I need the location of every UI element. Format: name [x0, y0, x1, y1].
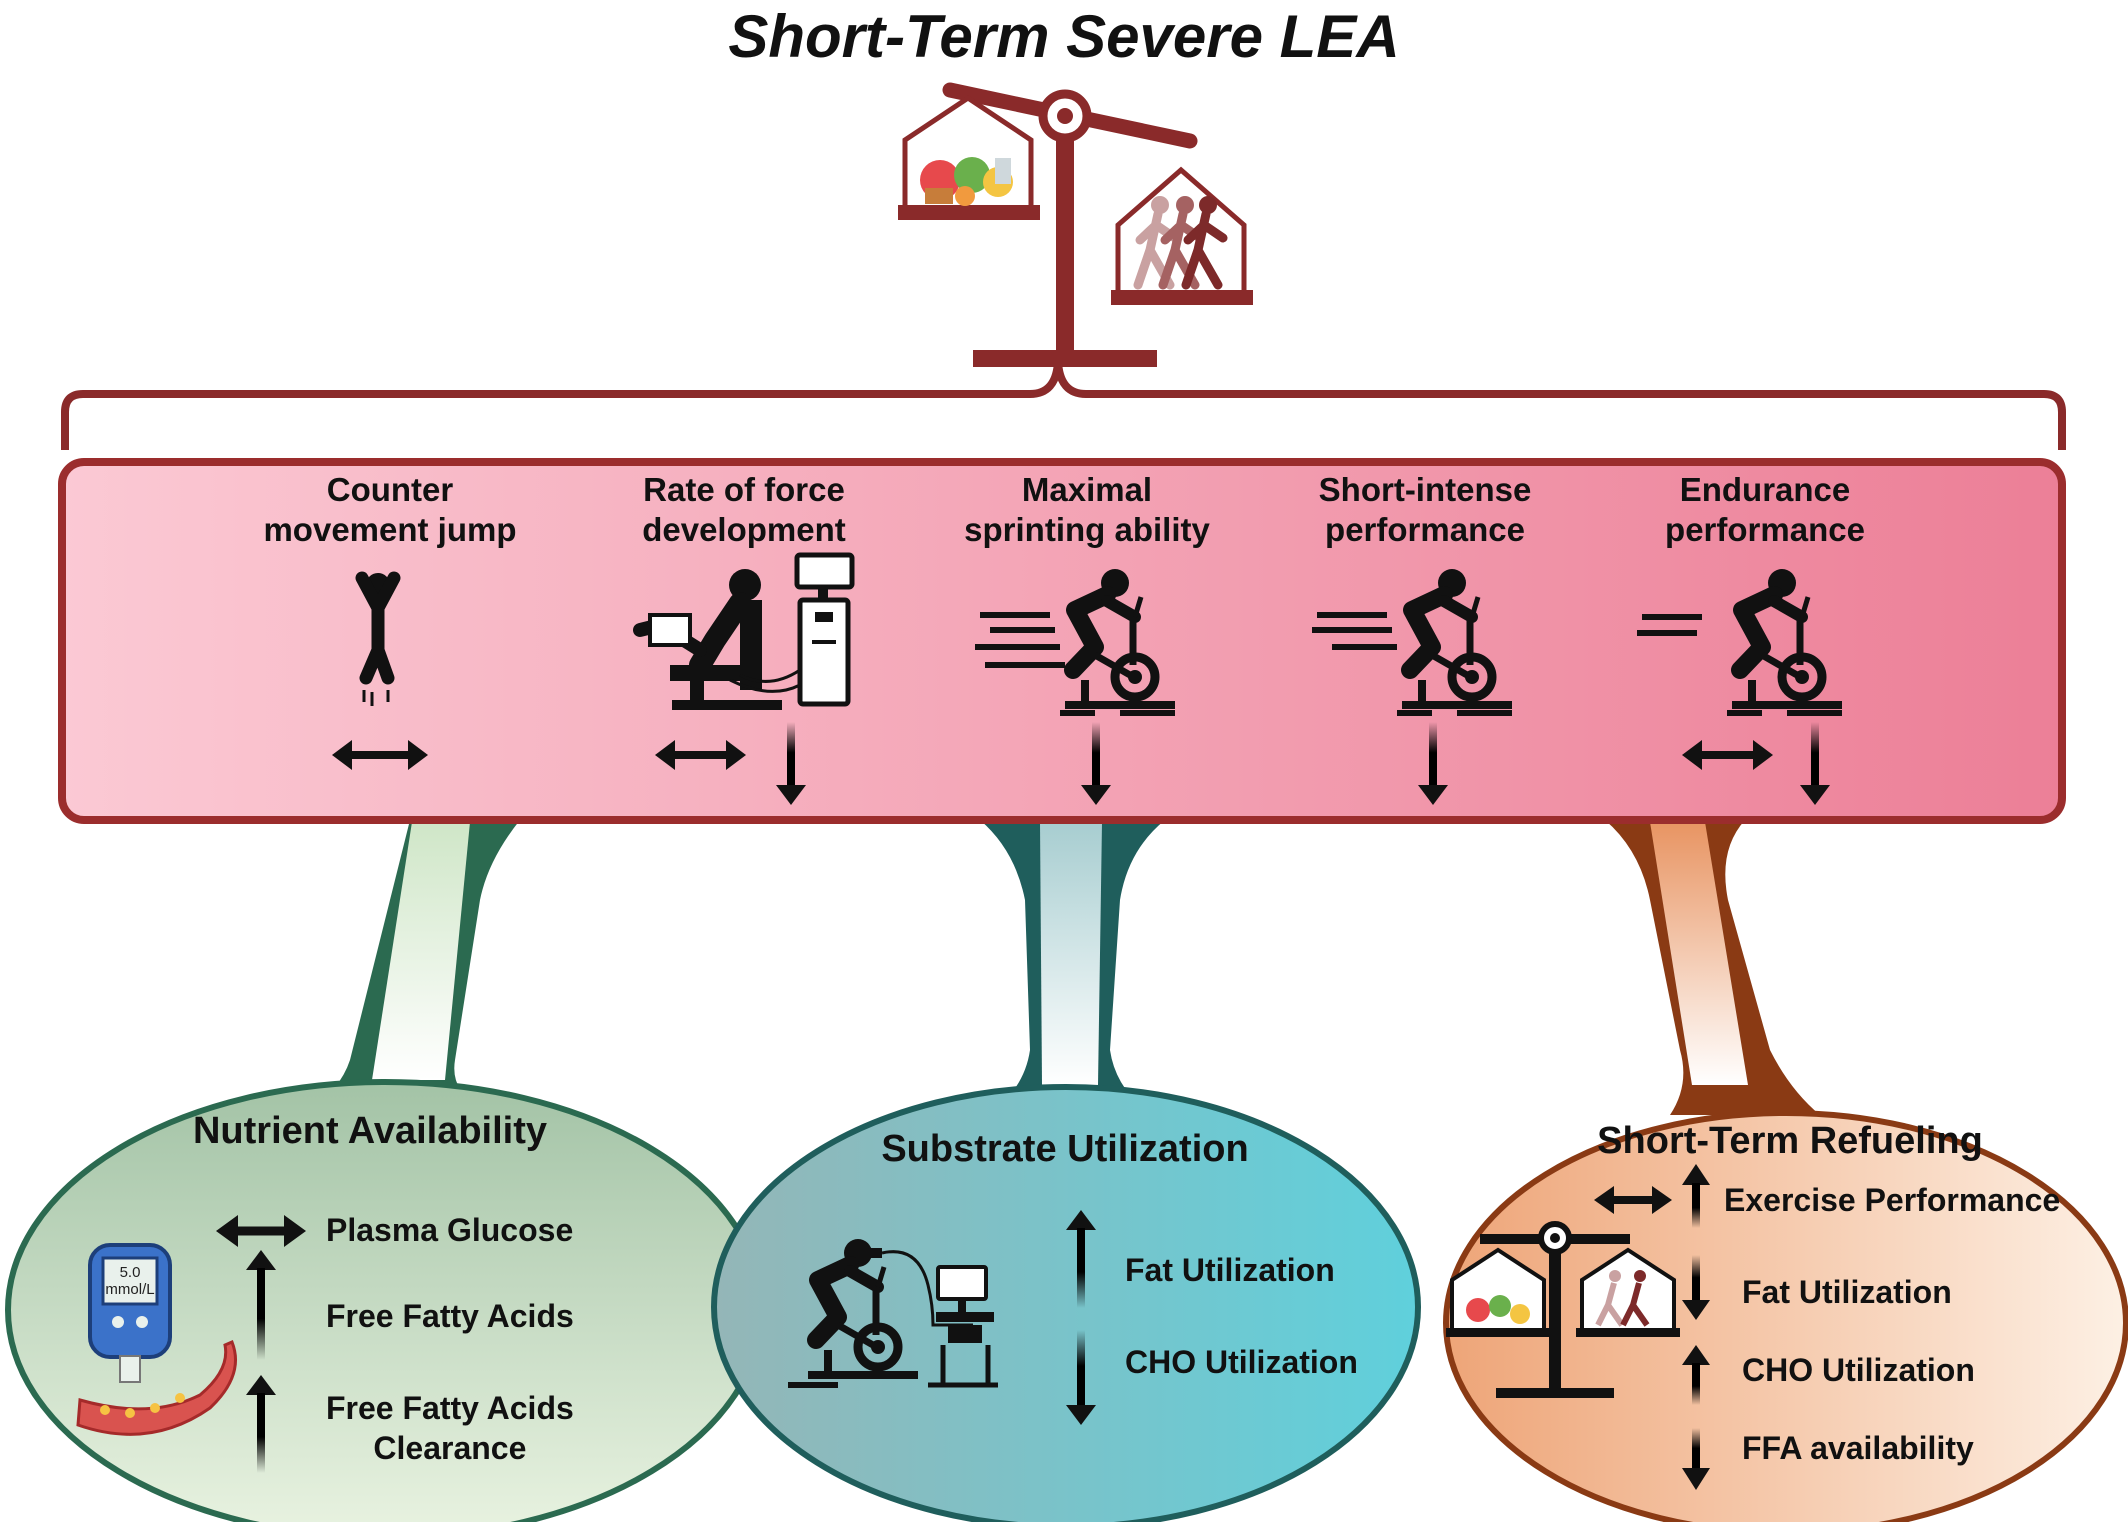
- perf-label-line2: sprinting ability: [964, 511, 1210, 548]
- ffa-increase-arrow: [246, 1250, 276, 1360]
- exercise-performance-increase-arrow: [1682, 1164, 1710, 1228]
- refuel-ellipse: [1443, 1110, 2128, 1522]
- substrate-ellipse: [711, 1084, 1421, 1522]
- perf-label-line2: performance: [1665, 511, 1865, 548]
- plasma-glucose-no-change-arrow: [216, 1215, 306, 1247]
- exercise-performance-label: Exercise Performance: [1724, 1182, 2061, 1218]
- perf-label-line1: Rate of force: [643, 471, 845, 508]
- perf-label-counter-movement-jump: Counter movement jump: [230, 470, 550, 550]
- glucose-reading-unit: mmol/L: [105, 1281, 155, 1298]
- refuel-cho-increase-arrow: [1682, 1345, 1710, 1405]
- jumping-person-icon: [355, 571, 401, 706]
- energy-balance-scale-icon: [898, 82, 1253, 367]
- endurance-cyclist-icon: [1637, 569, 1842, 716]
- perf-label-line2: performance: [1325, 511, 1525, 548]
- perf-no-change-arrow-1: [332, 740, 428, 770]
- page-title: Short-Term Severe LEA: [728, 3, 1400, 70]
- perf-label-endurance: Endurance performance: [1605, 470, 1925, 550]
- exercise-expenditure-house-icon: [1111, 166, 1253, 305]
- ffa-clearance-label: Free Fatty Acids Clearance: [326, 1388, 574, 1468]
- sprint-cyclist-icon: [975, 569, 1175, 716]
- nutrient-availability-title: Nutrient Availability: [192, 1110, 548, 1152]
- substrate-utilization-title: Substrate Utilization: [881, 1128, 1249, 1170]
- perf-decrease-arrow-4: [1418, 722, 1448, 805]
- perf-label-line1: Maximal: [1021, 471, 1153, 508]
- perf-label-line2: development: [642, 511, 846, 548]
- exercise-performance-no-change-arrow: [1594, 1186, 1672, 1214]
- refuel-stem: [1605, 820, 1820, 1115]
- refuel-fat-decrease-arrow: [1682, 1255, 1710, 1320]
- brace-connector: [61, 361, 2066, 450]
- glucose-meter-icon: [88, 1243, 172, 1383]
- perf-no-change-arrow-2: [655, 740, 746, 770]
- fat-utilization-increase-arrow: [1066, 1210, 1096, 1308]
- metabolic-cart-cyclist-icon: [788, 1239, 998, 1388]
- perf-label-maximal-sprinting: Maximal sprinting ability: [927, 470, 1247, 550]
- substrate-stem: [980, 820, 1165, 1110]
- ffa-clearance-increase-arrow: [246, 1375, 276, 1473]
- perf-label-line1: Counter: [326, 471, 454, 508]
- ffa-clearance-line2: Clearance: [373, 1430, 527, 1466]
- food-intake-house-icon: [898, 94, 1040, 220]
- blood-vessel-icon: [76, 1340, 237, 1436]
- sprint-cyclist-icon-2: [1312, 569, 1512, 716]
- refuel-scale-icon: [1446, 1221, 1680, 1398]
- short-term-refueling-title: Short-Term Refueling: [1597, 1120, 1983, 1162]
- cho-utilization-decrease-arrow: [1066, 1330, 1096, 1425]
- free-fatty-acids-label: Free Fatty Acids: [326, 1298, 574, 1334]
- performance-panel: [58, 458, 2066, 824]
- nutrient-stem: [310, 820, 520, 1108]
- perf-decrease-arrow-2: [776, 722, 806, 805]
- perf-label-rate-of-force: Rate of force development: [584, 470, 904, 550]
- refuel-cho-utilization-label: CHO Utilization: [1742, 1352, 1975, 1388]
- fat-utilization-label: Fat Utilization: [1125, 1252, 1335, 1288]
- perf-decrease-arrow-5: [1800, 722, 1830, 805]
- ffa-availability-label: FFA availability: [1742, 1430, 1974, 1466]
- perf-decrease-arrow-3: [1081, 722, 1111, 805]
- perf-label-line2: movement jump: [263, 511, 517, 548]
- glucose-reading: 5.0 mmol/L: [100, 1264, 160, 1298]
- perf-label-short-intense: Short-intense performance: [1265, 470, 1585, 550]
- ffa-availability-decrease-arrow: [1682, 1428, 1710, 1490]
- refuel-fat-utilization-label: Fat Utilization: [1742, 1274, 1952, 1310]
- ffa-clearance-line1: Free Fatty Acids: [326, 1390, 574, 1426]
- glucose-reading-value: 5.0: [119, 1264, 141, 1281]
- perf-label-line1: Endurance: [1679, 471, 1851, 508]
- isokinetic-dynamometer-icon: [633, 552, 855, 710]
- perf-label-line1: Short-intense: [1318, 471, 1532, 508]
- cho-utilization-label: CHO Utilization: [1125, 1344, 1358, 1380]
- perf-no-change-arrow-5: [1682, 740, 1773, 770]
- plasma-glucose-label: Plasma Glucose: [326, 1212, 574, 1248]
